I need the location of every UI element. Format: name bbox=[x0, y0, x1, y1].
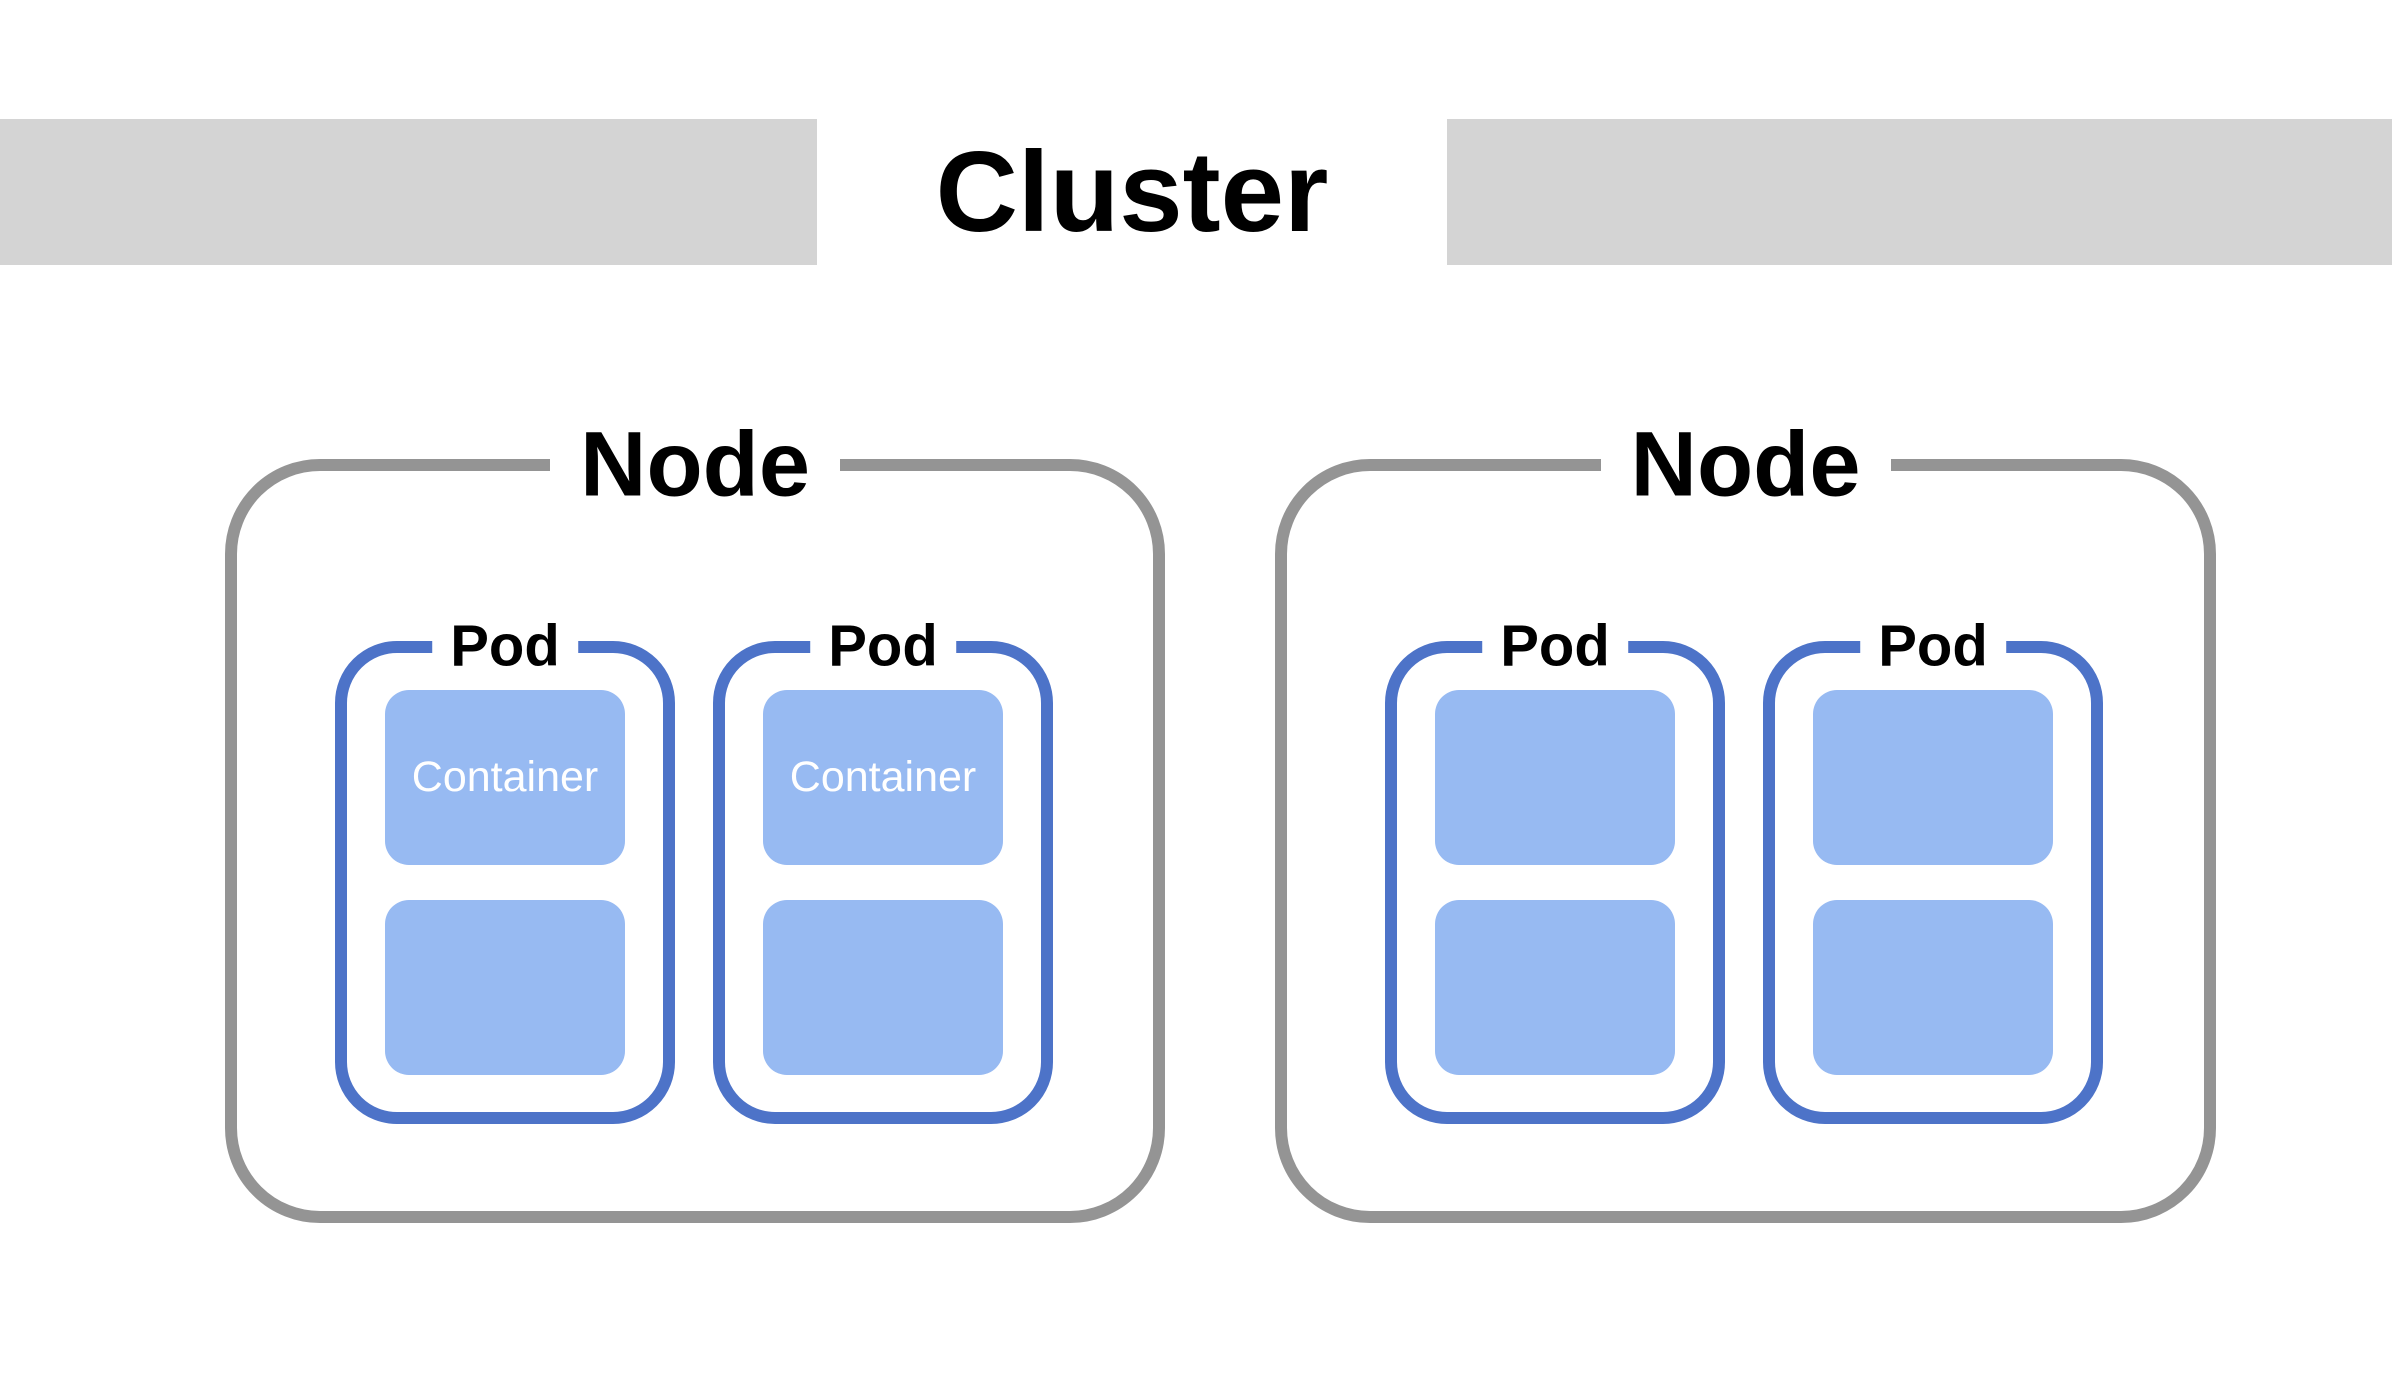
node-box-1: Node Pod Container Pod Container bbox=[225, 417, 1165, 1223]
node-1-pod-1: Pod Container bbox=[335, 616, 675, 1124]
node-2-pod-2-container-1 bbox=[1813, 690, 2053, 865]
node-2-pod-2-label: Pod bbox=[1860, 616, 2006, 678]
container-label: Container bbox=[411, 753, 599, 801]
container-label: Container bbox=[789, 753, 977, 801]
node-1-pod-1-label: Pod bbox=[432, 616, 578, 678]
node-1-label: Node bbox=[550, 417, 840, 514]
node-2-pod-1-label: Pod bbox=[1482, 616, 1628, 678]
cluster-title: Cluster bbox=[817, 119, 1447, 265]
node-2-pod-1-container-1 bbox=[1435, 690, 1675, 865]
node-1-pod-1-container-2 bbox=[385, 900, 625, 1075]
node-box-2: Node Pod Pod bbox=[1275, 417, 2216, 1223]
node-1-pod-2-container-1: Container bbox=[763, 690, 1003, 865]
node-2-label: Node bbox=[1600, 417, 1891, 514]
node-1-pod-2-label: Pod bbox=[810, 616, 956, 678]
node-2-pod-2-container-2 bbox=[1813, 900, 2053, 1075]
node-1-pod-1-container-1: Container bbox=[385, 690, 625, 865]
node-2-pod-1: Pod bbox=[1385, 616, 1725, 1124]
node-1-pod-2-container-2 bbox=[763, 900, 1003, 1075]
node-2-pod-1-container-2 bbox=[1435, 900, 1675, 1075]
node-1-pod-2: Pod Container bbox=[713, 616, 1053, 1124]
node-2-pod-2: Pod bbox=[1763, 616, 2103, 1124]
